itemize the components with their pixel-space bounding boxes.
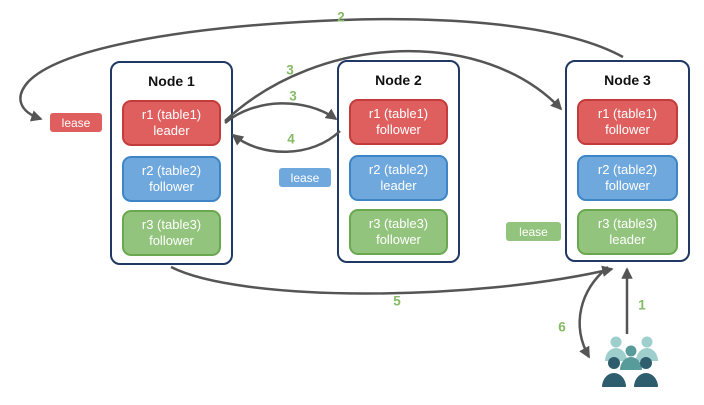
replica-label: r2 (table2): [597, 161, 658, 177]
node-1: Node 1 r1 (table1) leader r2 (table2) fo…: [110, 61, 233, 265]
replica-label: r3 (table3): [368, 215, 429, 231]
node2-replica-r3: r3 (table3) follower: [349, 209, 448, 255]
step-label-1: 1: [638, 297, 646, 313]
node-3: Node 3 r1 (table1) follower r2 (table2) …: [565, 60, 690, 262]
replica-role: follower: [605, 122, 650, 137]
replica-label: r1 (table1): [597, 105, 658, 121]
step-label-6: 6: [558, 319, 566, 335]
lease-badge-table2: lease: [278, 167, 332, 188]
node3-replica-r3: r3 (table3) leader: [577, 209, 678, 255]
arrow-step-6-node3-to-users: [578, 266, 609, 359]
replica-role: leader: [380, 178, 417, 193]
replica-label: r2 (table2): [368, 161, 429, 177]
lease-badge-table1: lease: [49, 112, 103, 133]
node3-replica-r1: r1 (table1) follower: [577, 99, 678, 145]
replica-label: r3 (table3): [141, 216, 202, 232]
replica-role: follower: [605, 178, 650, 193]
replica-role: follower: [376, 232, 421, 247]
node1-replica-r3: r3 (table3) follower: [122, 210, 221, 256]
node-title: Node 2: [375, 72, 422, 88]
replica-label: r1 (table1): [368, 105, 429, 121]
replica-role: follower: [149, 233, 194, 248]
step-label-2: 2: [337, 9, 345, 25]
step-label-5: 5: [393, 293, 401, 309]
replica-role: follower: [149, 179, 194, 194]
node3-replica-r2: r2 (table2) follower: [577, 155, 678, 201]
step-label-3a: 3: [286, 62, 294, 78]
node-2: Node 2 r1 (table1) follower r2 (table2) …: [337, 60, 460, 263]
users-group-icon: [602, 336, 658, 387]
replica-label: r1 (table1): [141, 106, 202, 122]
replica-label: r3 (table3): [597, 215, 658, 231]
lease-badge-table3: lease: [505, 221, 562, 242]
arrow-step-5-node1-to-node3: [170, 265, 614, 295]
replica-role: leader: [609, 232, 646, 247]
node-title: Node 3: [604, 72, 651, 88]
node-title: Node 1: [148, 73, 195, 89]
replica-role: follower: [376, 122, 421, 137]
node1-replica-r2: r2 (table2) follower: [122, 156, 221, 202]
node2-replica-r1: r1 (table1) follower: [349, 99, 448, 145]
replica-role: leader: [153, 123, 190, 138]
arrow-step-3-node1-to-node2: [224, 102, 338, 124]
node2-replica-r2: r2 (table2) leader: [349, 155, 448, 201]
node1-replica-r1: r1 (table1) leader: [122, 100, 221, 146]
step-label-3b: 3: [289, 88, 297, 104]
replica-label: r2 (table2): [141, 162, 202, 178]
step-label-4: 4: [287, 131, 295, 147]
